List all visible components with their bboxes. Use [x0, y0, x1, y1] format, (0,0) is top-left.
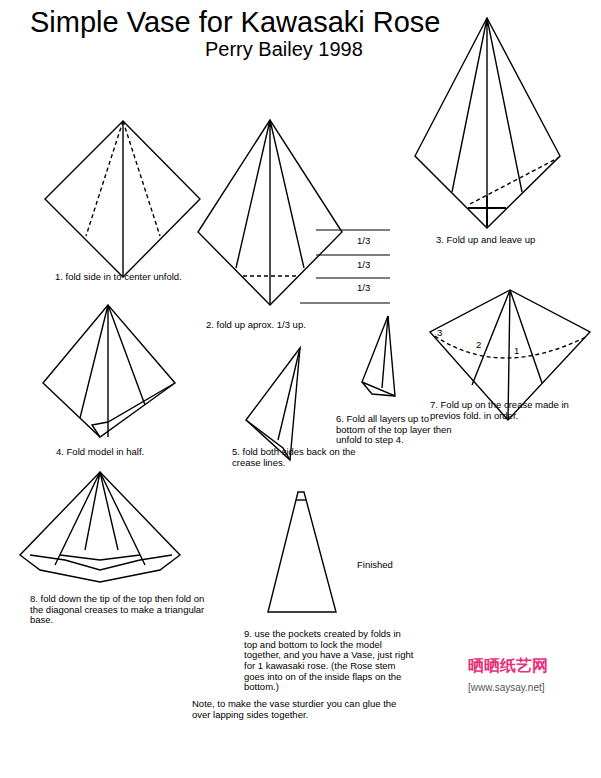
note-text: Note, to make the vase sturdier you can … — [192, 699, 417, 720]
step-text: 2. fold up aprox. 1/3 up. — [206, 320, 306, 331]
fraction-label: 1/3 — [357, 283, 370, 294]
finished-label: Finished — [357, 560, 393, 571]
step-text: 1. fold side in to center unfold. — [55, 272, 182, 283]
step-text: 5. fold both sides back on the crease li… — [232, 447, 382, 468]
step-text: 8. fold down the tip of the top then fol… — [30, 594, 220, 626]
step-text: 3. Fold up and leave up — [436, 235, 535, 246]
watermark: 晒晒纸艺网 — [468, 657, 548, 675]
subtitle: Perry Bailey 1998 — [205, 38, 363, 60]
step-text: 6. Fold all layers up to bottom of the t… — [336, 414, 456, 446]
fraction-label: 1/3 — [357, 260, 370, 271]
callout-number: 3 — [437, 328, 442, 339]
callout-number: 2 — [476, 340, 481, 351]
callout-number: 1 — [514, 346, 519, 357]
step-text: 9. use the pockets created by folds in t… — [244, 629, 414, 693]
step-text: 4. Fold model in half. — [56, 447, 144, 458]
fraction-label: 1/3 — [357, 236, 370, 247]
step-text: 7. Fold up on the crease made in previos… — [430, 400, 570, 421]
watermark-url: [www.saysay.net] — [468, 682, 545, 693]
title: Simple Vase for Kawasaki Rose — [30, 6, 440, 38]
